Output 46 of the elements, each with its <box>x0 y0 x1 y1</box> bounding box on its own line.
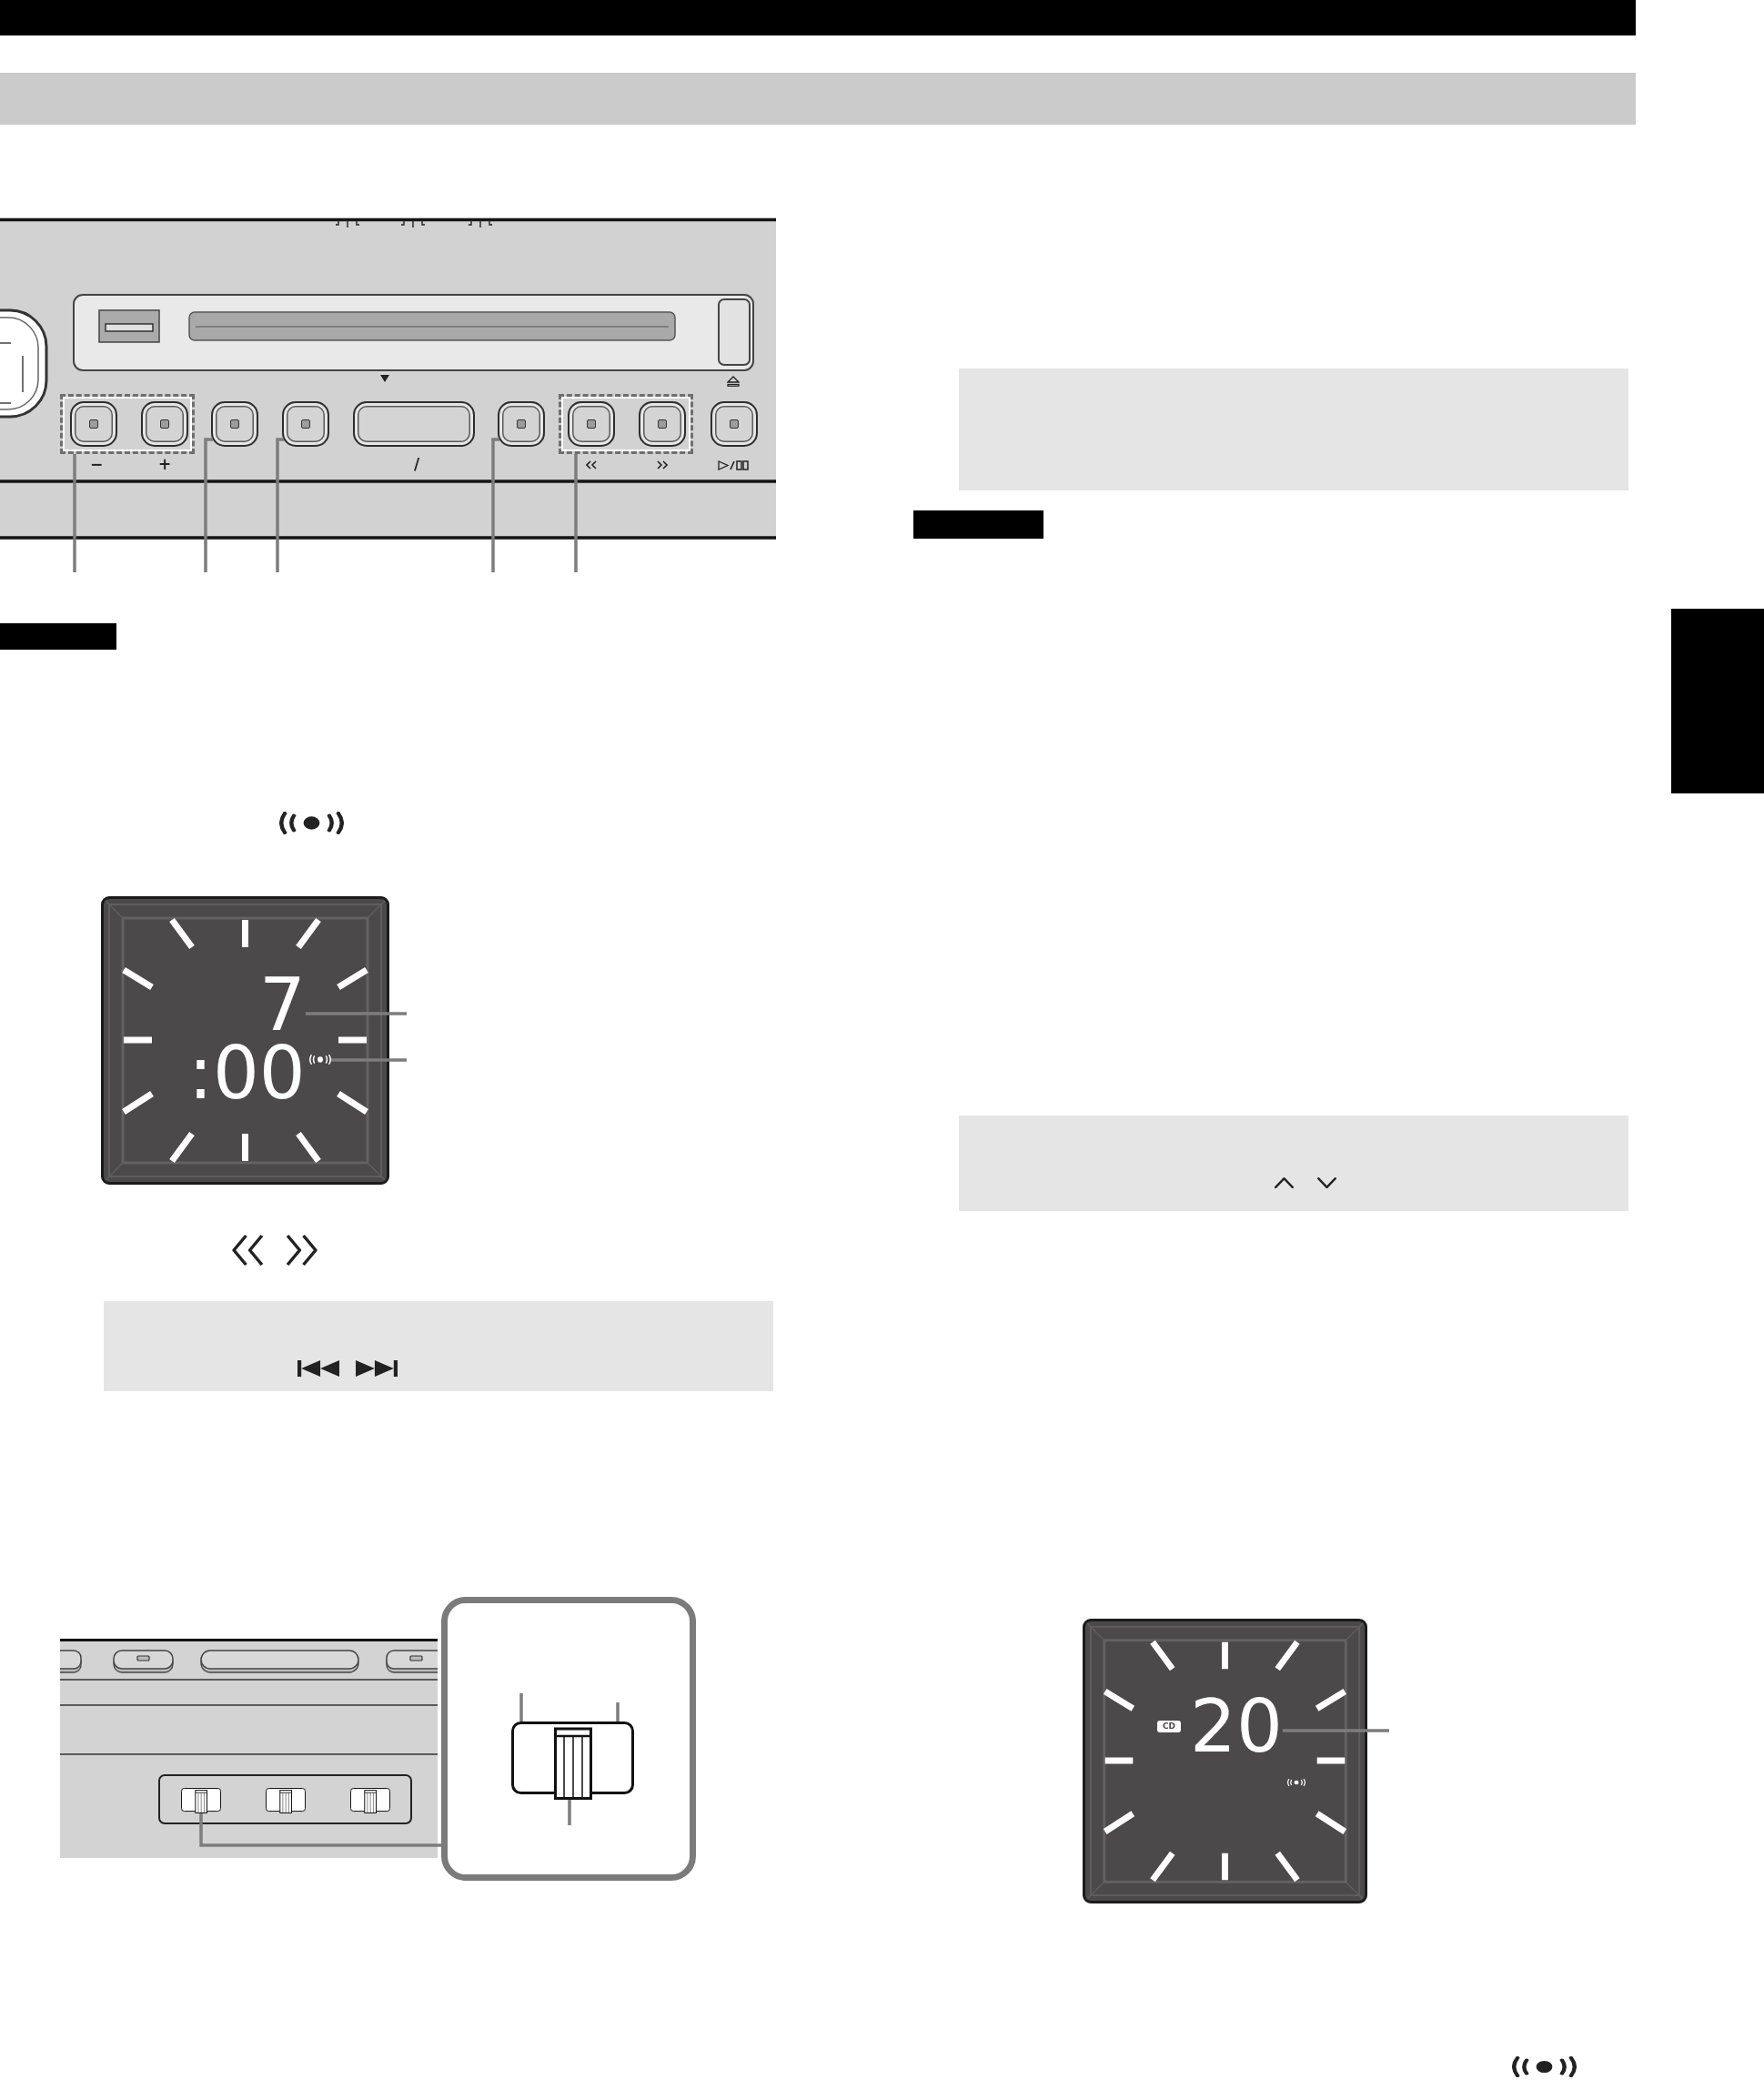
leader-line <box>568 1800 571 1825</box>
note-box <box>959 1116 1628 1211</box>
panel-button <box>568 401 615 447</box>
section-band <box>0 73 1636 125</box>
leader-line <box>1282 1729 1389 1732</box>
note-box <box>959 369 1628 490</box>
leader-line <box>519 1693 523 1722</box>
leader-line <box>73 454 76 572</box>
slide-switch <box>511 1722 634 1800</box>
connector-line <box>199 1813 441 1847</box>
side-tab <box>1671 609 1764 793</box>
panel-button <box>70 401 117 447</box>
leader-line <box>305 1012 407 1015</box>
wide-button <box>353 401 475 447</box>
leader-line <box>331 1058 407 1062</box>
panel-button <box>211 401 258 447</box>
leader-line <box>491 438 499 572</box>
slide-switch <box>350 1788 390 1813</box>
leader-line <box>616 1702 620 1722</box>
zoom-inset <box>441 1597 696 1881</box>
panel-button <box>639 401 686 447</box>
digit-readout: 7 <box>259 975 306 1035</box>
heading-bar <box>0 623 116 650</box>
control-label: + <box>158 455 172 473</box>
lcd-display <box>101 896 389 1185</box>
slide-switch <box>181 1788 221 1813</box>
panel-button <box>498 401 545 447</box>
source-indicator: CD <box>1157 1721 1182 1732</box>
note-box <box>104 1301 773 1391</box>
dashed-outline <box>559 394 693 454</box>
leader-line <box>574 454 578 572</box>
control-label: / <box>414 455 420 473</box>
header-bar <box>0 0 1636 35</box>
dashed-outline <box>60 394 195 454</box>
panel-button <box>282 401 329 447</box>
heading-bar <box>913 510 1043 539</box>
slide-switch <box>266 1788 306 1813</box>
dot-waves-icon <box>309 1055 331 1065</box>
lcd-display <box>1083 1619 1367 1903</box>
leader-line <box>204 438 213 572</box>
digit-readout: :00 <box>188 1044 306 1104</box>
leader-line <box>276 438 284 572</box>
control-label: − <box>90 455 104 473</box>
digit-readout: 20 <box>1190 1697 1283 1757</box>
panel-button <box>141 401 188 447</box>
panel-button <box>711 401 758 447</box>
